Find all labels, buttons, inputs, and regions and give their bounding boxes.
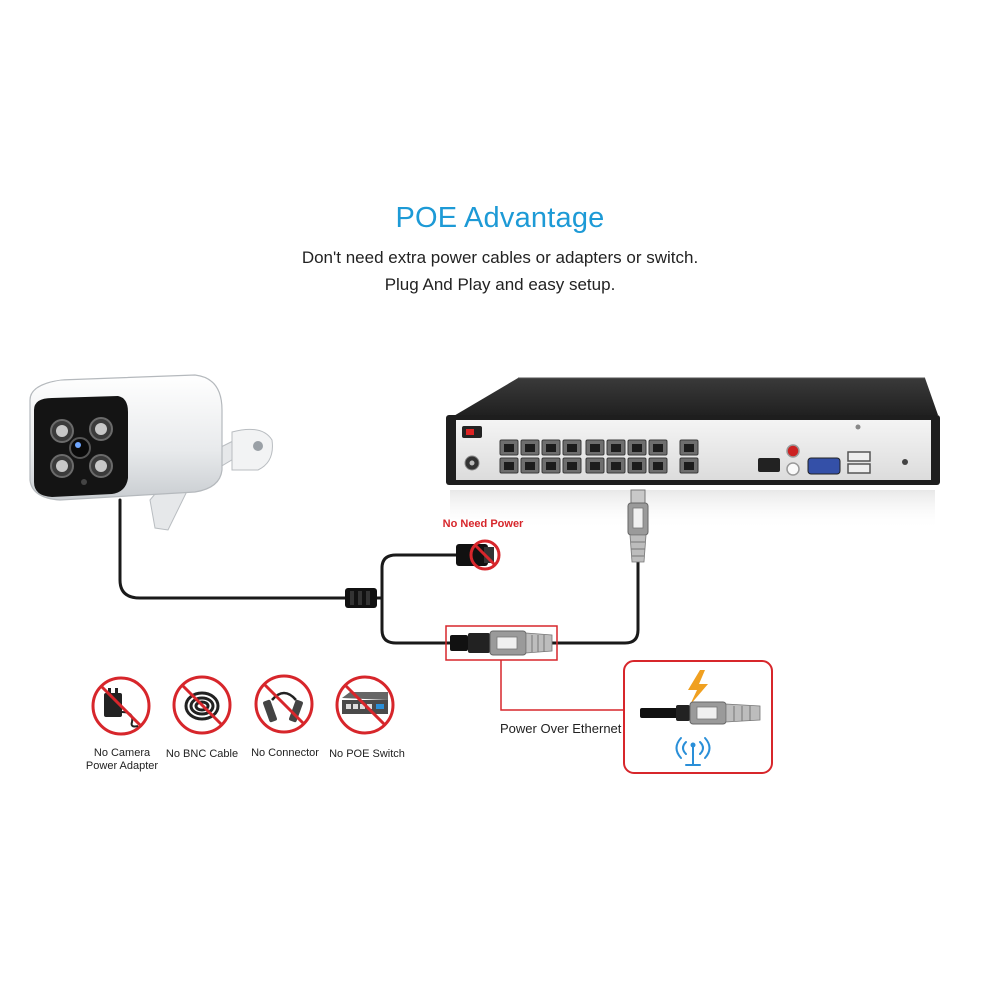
cable-segment [640,708,680,718]
rj45-connector [450,630,553,656]
bnc-cable-icon [184,691,220,721]
connector-icon [263,691,303,723]
poe-detail-box [623,660,773,774]
feature-no-poe-switch: No POE Switch [329,675,405,760]
rj45-port-opening [684,444,694,452]
rj45-port-opening [525,444,535,452]
feature-no-bnc-cable: No BNC Cable [166,675,238,760]
rj45-port-opening [590,444,600,452]
rj45-port-opening [567,462,577,470]
rj45-port-opening [504,462,514,470]
feature-label-line1: No POE Switch [329,748,405,760]
no-power-prohibited-icon [469,539,501,571]
feature-icons: No Camera Power Adapter No BNC Cable No … [86,674,405,772]
rj45-port-opening [546,462,556,470]
rj45-port-opening [653,444,663,452]
subtitle-line-2: Plug And Play and easy setup. [384,275,616,294]
rj45-port-opening [632,462,642,470]
rj45-port-opening [611,444,621,452]
page-title: POE Advantage [395,202,605,234]
rj45-port-opening [653,462,663,470]
lightning-bolt-icon [688,670,708,705]
ethernet-ports [499,439,699,474]
callout-line [500,660,624,711]
bullet-camera [29,369,273,531]
rj45-port-opening [504,444,514,452]
no-need-power-label: No Need Power [443,518,524,530]
rj45-port-opening [684,462,694,470]
feature-label-line2: Power Adapter [86,760,158,772]
feature-no-power-adapter: No Camera Power Adapter [86,676,158,772]
feature-label-line1: No Camera [94,747,151,759]
rj45-port-opening [525,462,535,470]
nvr-recorder [446,377,940,530]
rj45-port-opening [567,444,577,452]
rj45-port-opening [546,444,556,452]
rj45-port-opening [590,462,600,470]
feature-no-connector: No Connector [251,674,319,759]
rj45-plug-to-nvr [627,489,649,563]
cables [118,498,640,645]
feature-label-line1: No BNC Cable [166,748,238,760]
rj45-port-opening [611,462,621,470]
subtitle-line-1: Don't need extra power cables or adapter… [301,248,699,267]
signal-tower-icon [675,737,711,766]
rj45-port-opening [632,444,642,452]
feature-label-line1: No Connector [251,747,319,759]
power-over-ethernet-label: Power Over Ethernet [500,721,622,736]
cable-splitter [345,588,377,608]
